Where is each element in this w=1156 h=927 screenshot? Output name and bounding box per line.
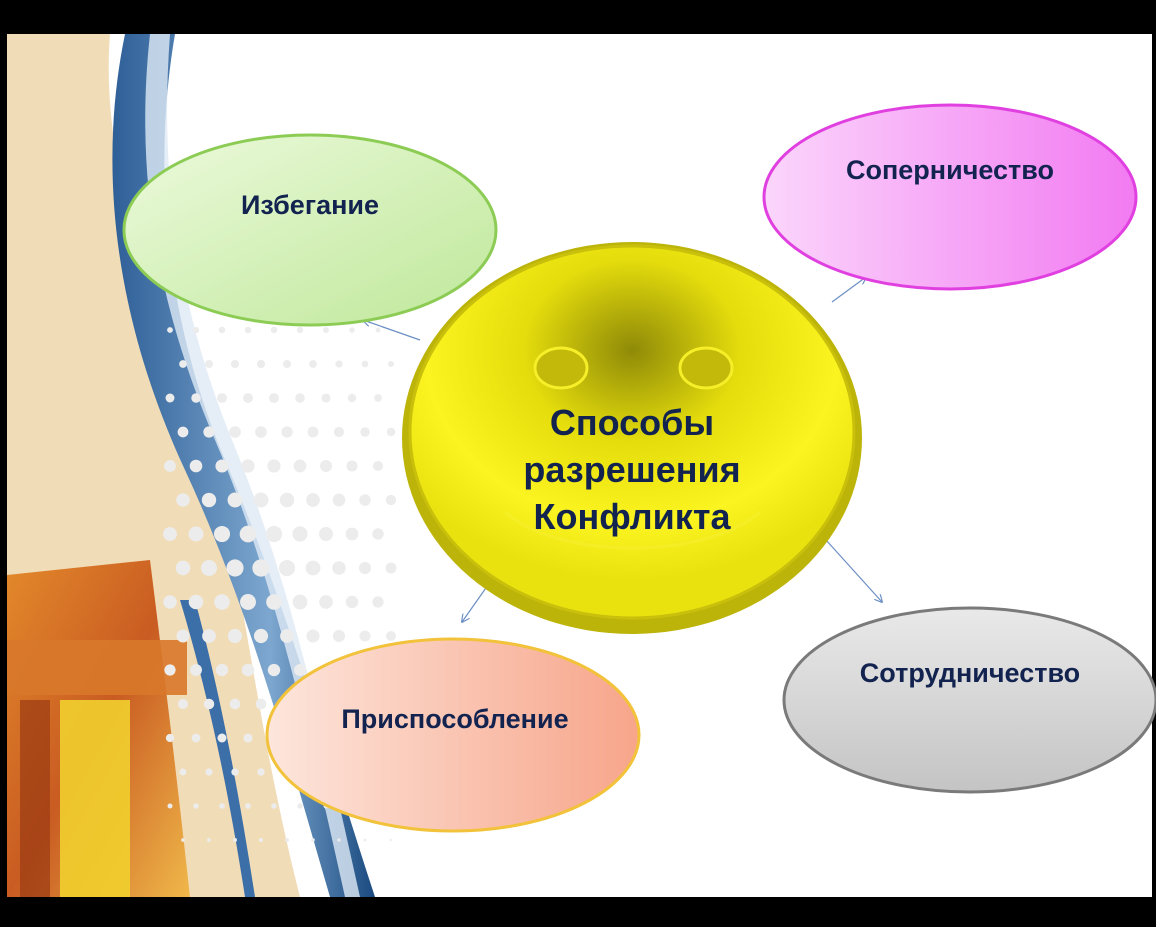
dark-strip	[20, 700, 50, 897]
node-compete	[764, 105, 1136, 289]
yellow-bar	[60, 700, 130, 897]
center-line-1: Способы	[502, 402, 762, 444]
node-accommodate	[267, 639, 639, 831]
center-line-3: Конфликта	[502, 496, 762, 538]
node-collaborate	[784, 608, 1156, 792]
orange-bar	[7, 640, 187, 695]
eye-right-icon	[680, 348, 732, 388]
eye-left-icon	[535, 348, 587, 388]
node-compete-label: Соперничество	[800, 155, 1100, 186]
node-collaborate-label: Сотрудничество	[820, 658, 1120, 689]
node-avoid	[124, 135, 496, 325]
node-accommodate-label: Приспособление	[305, 704, 605, 735]
node-avoid-label: Избегание	[180, 190, 440, 221]
center-line-2: разрешения	[502, 449, 762, 491]
